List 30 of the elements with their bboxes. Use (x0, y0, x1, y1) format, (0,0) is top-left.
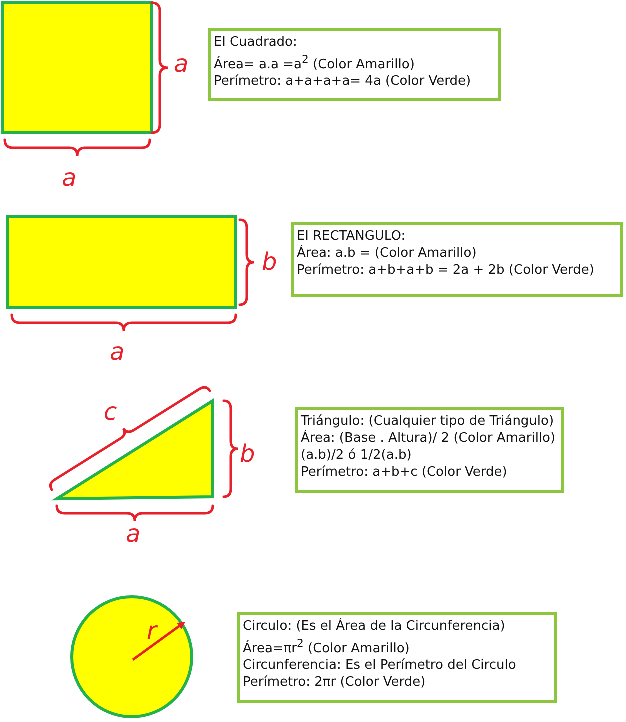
dimension-letter: a (126, 522, 141, 546)
shape-heading: Triángulo: (Cualquier tipo de Triángulo) (301, 413, 554, 430)
triangle-shape (52, 398, 214, 501)
formula-text: Perímetro: a+a+a+a= 4a (Color Verde) (214, 73, 472, 90)
formula-text: Área: (Base . Altura)/ 2 (Color Amarillo) (301, 430, 556, 447)
rectangle-shape (6, 216, 238, 310)
formula-text: Perímetro: a+b+c (Color Verde) (301, 464, 508, 481)
dimension-letter: b (262, 250, 278, 274)
formula-box (237, 612, 557, 703)
dimension-letter: a (110, 340, 125, 364)
formula-box (291, 222, 623, 297)
dimension-letter: r (147, 619, 157, 643)
dimension-letter: a (62, 166, 77, 190)
dimension-letter: b (240, 442, 256, 466)
circle-shape (70, 596, 194, 718)
square-shape (2, 2, 154, 134)
formula-text: Área=πr$^{2}$ (Color Amarillo) (243, 636, 410, 658)
formula-box (295, 407, 564, 493)
formula-text: Circunferencia: Es el Perímetro del Circulo (243, 657, 516, 674)
dimension-letter: c (104, 400, 118, 424)
shape-heading: El RECTANGULO: (297, 228, 406, 245)
formula-text: Área: a.b = (Color Amarillo) (297, 245, 477, 262)
formula-text: Perímetro: a+b+a+b = 2a + 2b (Color Verde) (297, 262, 594, 279)
formula-text: Área= a.a =a$^{2}$ (Color Amarillo) (214, 52, 415, 74)
formula-text: Perímetro: 2πr (Color Verde) (243, 674, 426, 692)
dimension-letter: a (174, 52, 189, 76)
formula-text: (a.b)/2 ó 1/2(a.b) (301, 447, 412, 464)
formula-box (208, 28, 501, 101)
shape-heading: Circulo: (Es el Área de la Circunferencia) (243, 618, 506, 635)
shape-heading: El Cuadrado: (214, 34, 298, 51)
